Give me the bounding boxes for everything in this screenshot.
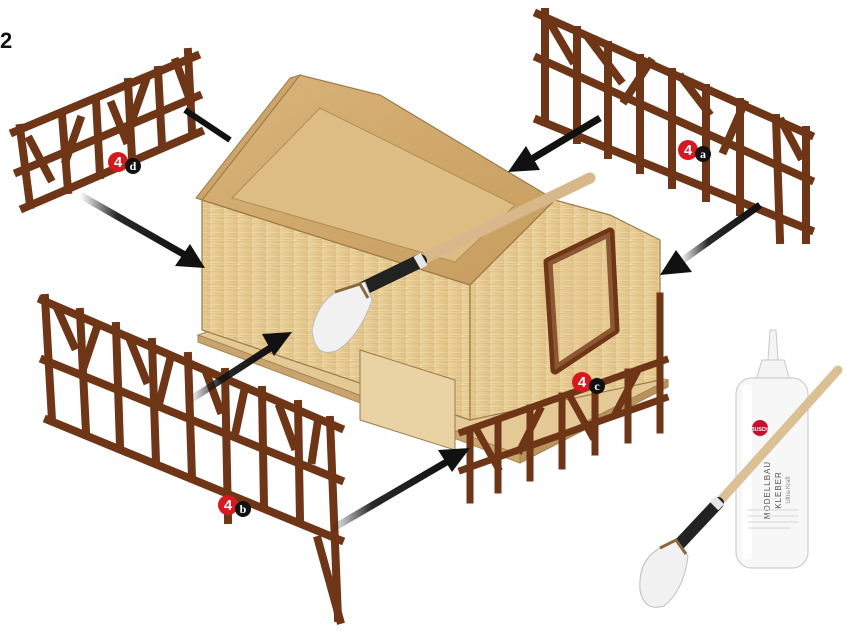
svg-text:4: 4 [224,497,233,514]
timber-frame-c [457,292,670,504]
svg-text:c: c [594,379,600,393]
arrow-icon [328,448,470,534]
svg-text:d: d [130,159,137,173]
svg-text:b: b [240,502,247,516]
badge-a: 4 a [678,140,711,162]
paint-brush-icon [311,172,596,353]
gable-window-frame [543,227,620,375]
paint-brush-icon [639,365,843,608]
arrow-icon [660,202,763,275]
arrow-icon [183,107,232,143]
timber-frame-d [8,47,206,214]
timber-frame-a [532,8,816,245]
arrow-icon [78,191,205,268]
svg-text:a: a [700,147,706,161]
bottle-label-sub: Ultra-Kraft [786,476,792,504]
svg-text:4: 4 [114,154,123,171]
corner-mark: 2 [0,28,13,53]
arrow-icon [188,332,292,403]
bottle-brand: BUSCH [751,427,769,433]
timber-frame-b [36,293,346,625]
arrows [78,107,763,534]
bottle-label-line1: MODELLBAU [763,461,772,519]
svg-text:4: 4 [684,142,693,159]
bottle-label-line2: KLEBER [774,471,783,509]
arrow-icon [508,114,602,172]
badge-c: 4 c [572,372,605,394]
badge-d: 4 d [108,152,141,174]
svg-text:4: 4 [578,374,587,391]
badge-b: 4 b [218,495,251,517]
